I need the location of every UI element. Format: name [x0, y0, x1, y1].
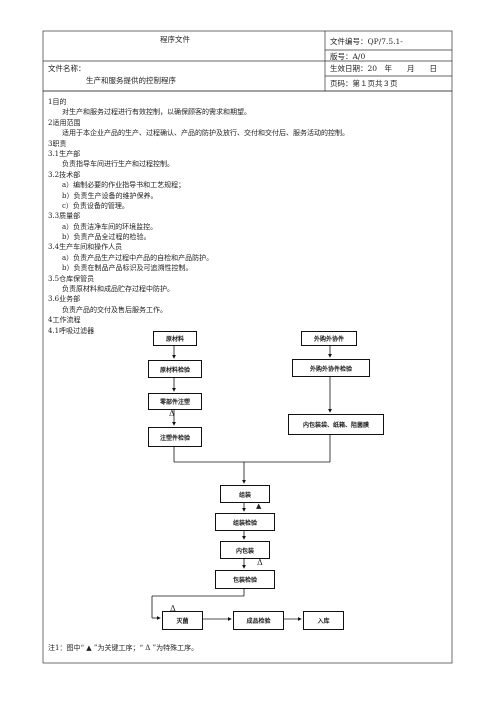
node-parts-injection: 零部件注塑 — [148, 393, 202, 410]
node-packaging-materials: 内包装袋、纸箱、阻菌膜 — [288, 414, 384, 435]
body-line: 1目的 — [48, 98, 67, 106]
body-text: 1目的 对生产和服务过程进行有效控制，以确保顾客的需求和期望。 2适用范围 适用… — [48, 98, 349, 337]
page-info: 页码：第１页共３页 — [330, 79, 398, 88]
body-line: b）负责生产设备的维护保养。 — [48, 191, 158, 200]
body-line: 负责原材料和成品贮存过程中防护。 — [48, 285, 174, 294]
body-line: 4.1呼吸过滤器 — [48, 326, 95, 335]
body-line: 3.3质量部 — [48, 212, 81, 221]
key-process-mark: ▲ — [256, 502, 262, 510]
node-outsourced-parts: 外购外协件 — [301, 331, 357, 346]
body-line: a）负责产品生产过程中产品的自检和产品防护。 — [48, 253, 214, 262]
version-number: 版号：A/0 — [330, 52, 366, 61]
node-assembly: 组装 — [220, 485, 270, 503]
node-sterilization: 灭菌 — [162, 611, 203, 630]
body-line: 2适用范围 — [48, 118, 81, 127]
node-raw-material: 原材料 — [153, 331, 197, 346]
body-line: 负责指导车间进行生产和过程控制。 — [48, 160, 174, 169]
footnote: 注1：图中“ ▲ ”为关键工序；“ Δ ”为特殊工序。 — [48, 644, 199, 652]
body-line: b）负责在制品产品标识及可追溯性控制。 — [48, 264, 193, 273]
node-raw-inspection: 原材料检验 — [148, 360, 202, 378]
node-packing-inspection: 包装检验 — [215, 570, 275, 589]
body-line: 4工作流程 — [48, 316, 81, 325]
node-outsourced-inspection: 外购外协件检验 — [292, 359, 370, 377]
body-line: 适用于本企业产品的生产、过程确认、产品的防护及放行、交付和交付后、服务活动的控制… — [48, 129, 349, 138]
node-inner-packing: 内包装 — [220, 541, 270, 559]
body-line: 3.2技术部 — [48, 170, 81, 179]
body-line: c）负责设备的管理。 — [48, 201, 129, 210]
body-line: 3.4生产车间和操作人员 — [48, 243, 123, 252]
body-line: 3.5仓库保管员 — [48, 274, 95, 283]
special-process-mark: Δ — [257, 558, 263, 567]
body-line: 3.6业务部 — [48, 295, 81, 304]
effective-date: 生效日期：20 年 月 日 — [330, 64, 438, 73]
body-line: 3职责 — [48, 139, 67, 148]
special-process-mark: Δ — [170, 604, 176, 613]
file-name-label: 文件名称： — [48, 64, 86, 73]
body-line: a）负责洁净车间的环境监控。 — [48, 222, 158, 231]
special-process-mark: Δ — [169, 409, 175, 418]
body-line: 3.1生产部 — [48, 149, 81, 158]
file-name: 生产和服务提供的控制程序 — [86, 76, 176, 85]
body-line: a）编制必要的作业指导书和工艺规程； — [48, 181, 186, 190]
body-line: b）负责产品全过程的检验。 — [48, 233, 151, 242]
body-line: 对生产和服务过程进行有效控制，以确保顾客的需求和期望。 — [48, 108, 251, 117]
body-line: 负责产品的交付及售后服务工作。 — [48, 305, 167, 314]
node-product-inspection: 成品检验 — [233, 611, 284, 630]
doc-type-label: 程序文件 — [160, 35, 190, 44]
doc-number: 文件编号：QP/7.5.1- — [330, 37, 403, 46]
node-injection-inspection: 注塑件检验 — [148, 427, 202, 447]
node-assembly-inspection: 组装检验 — [215, 513, 275, 531]
node-warehousing: 入库 — [303, 611, 344, 630]
